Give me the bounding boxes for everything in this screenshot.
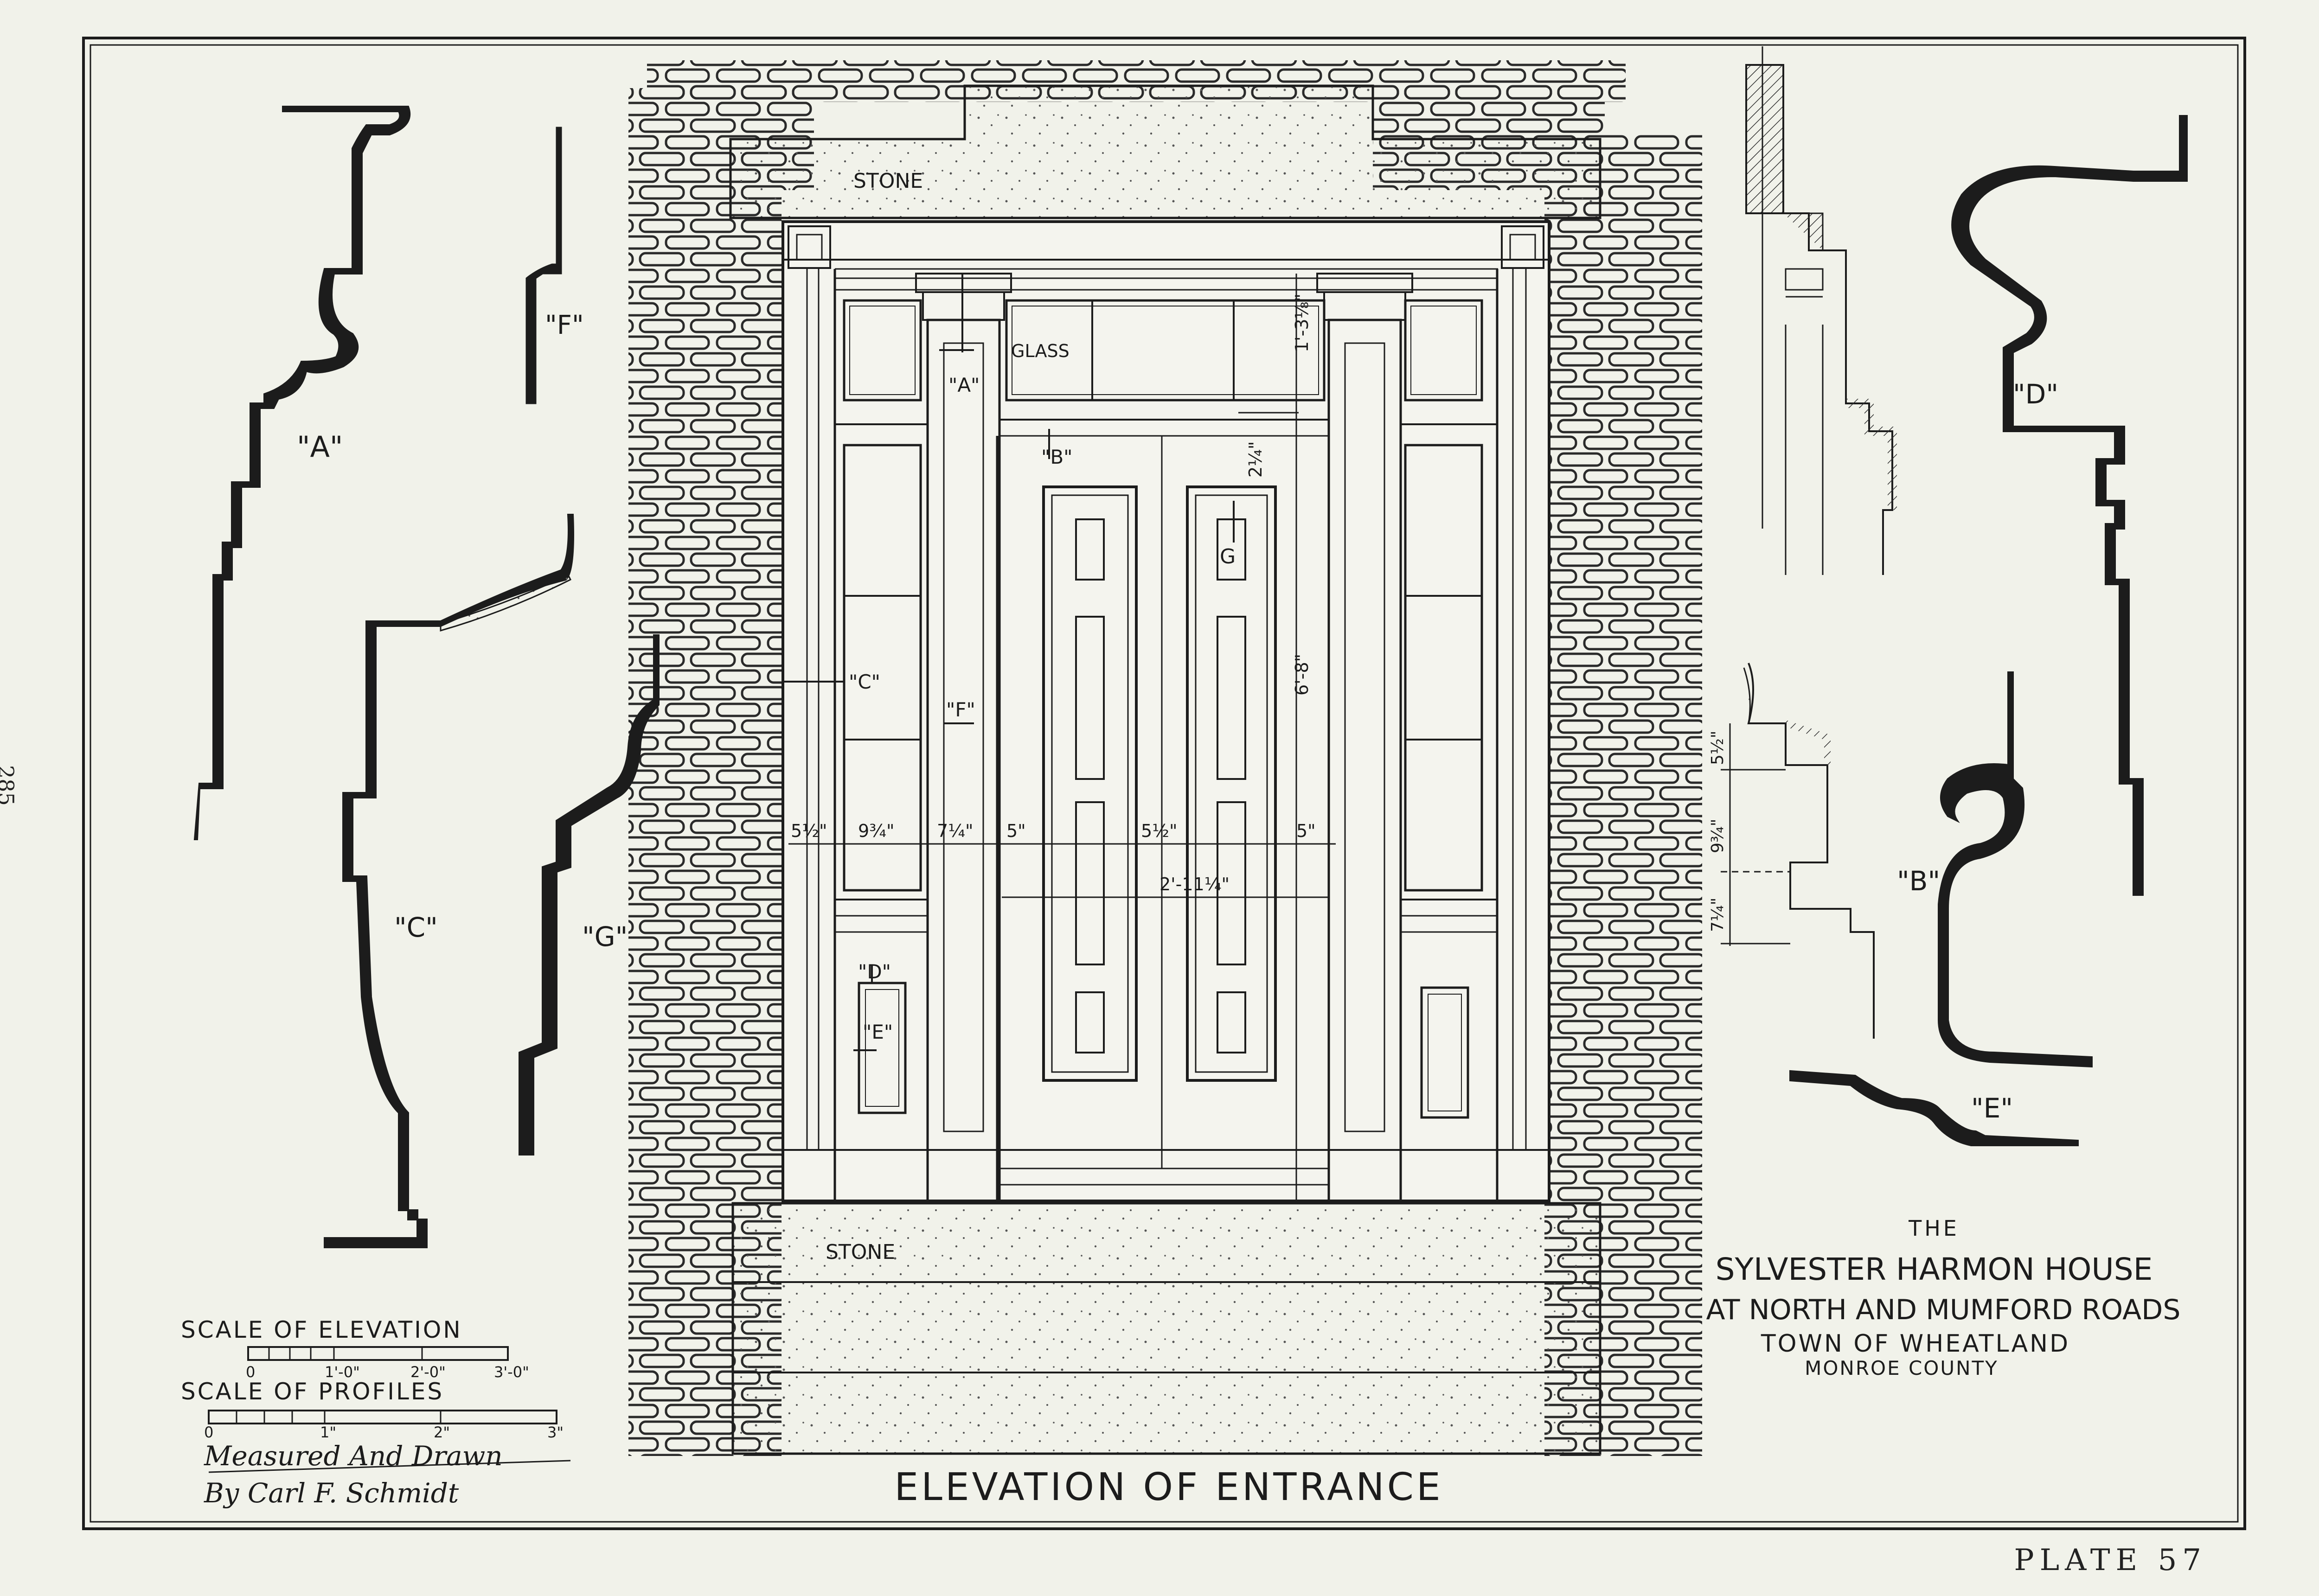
- scale-elevation-title: SCALE OF ELEVATION: [181, 1316, 462, 1343]
- profile-label-d: "D": [2013, 378, 2058, 410]
- title-block: THE SYLVESTER HARMON HOUSE AT NORTH AND …: [1706, 1216, 2181, 1379]
- sill-section: 5½" 9¾" 7¼": [1708, 663, 1875, 1039]
- section-label-c: "C": [849, 670, 880, 693]
- page-number: 285: [0, 765, 19, 806]
- profiles-left: "A" "F" "C" "G": [193, 106, 660, 1248]
- dim-4: 5": [1006, 821, 1026, 841]
- profile-label-e: "E": [1971, 1092, 2013, 1124]
- profile-label-c: "C": [394, 912, 438, 943]
- scale-elev-tick-3: 3'-0": [494, 1363, 529, 1381]
- dim-3: 7¼": [937, 821, 974, 841]
- left-sidelight: [835, 299, 928, 1114]
- credit-line-2: By Carl F. Schmidt: [204, 1477, 459, 1509]
- profile-label-g: "G": [582, 921, 628, 952]
- house-line-1: THE: [1908, 1216, 1960, 1241]
- house-line-3: AT NORTH AND MUMFORD ROADS: [1706, 1294, 2181, 1326]
- scale-prof-tick-0: 0: [204, 1424, 213, 1441]
- dim-rail: 2¼": [1245, 441, 1266, 478]
- main-title: ELEVATION OF ENTRANCE: [894, 1465, 1443, 1509]
- transom-window: GLASS: [999, 299, 1329, 437]
- stone-bottom-label: STONE: [826, 1240, 895, 1264]
- glass-label: GLASS: [1011, 341, 1070, 361]
- sec-dim-2: 9¾": [1708, 819, 1727, 853]
- profile-label-b: "B": [1897, 865, 1940, 897]
- double-doors: [996, 436, 1330, 1201]
- sec-dim-3: 7¼": [1708, 898, 1727, 932]
- stone-steps: STONE: [647, 1202, 1684, 1455]
- profile-label-f: "F": [545, 310, 584, 340]
- section-markers: [784, 274, 1235, 1051]
- cornice-section: [1745, 46, 1897, 575]
- scale-profiles-title: SCALE OF PROFILES: [181, 1378, 444, 1405]
- profile-label-a: "A": [297, 430, 343, 464]
- scale-prof-tick-1: 1": [320, 1424, 336, 1441]
- scale-elev-tick-2: 2'-0": [410, 1363, 446, 1381]
- dimension-lines: [788, 274, 1336, 1201]
- right-sidelight: [1401, 299, 1497, 1119]
- scale-elev-tick-0: 0: [246, 1363, 255, 1381]
- dim-1: 5½": [791, 821, 827, 841]
- credit-line-1: Measured And Drawn: [204, 1440, 503, 1472]
- sec-dim-1: 5½": [1708, 731, 1727, 765]
- section-label-g: G: [1220, 545, 1236, 568]
- scale-prof-tick-2: 2": [434, 1424, 450, 1441]
- plate-frame: [82, 37, 2246, 1530]
- dim-door-width: 2'-11¼": [1160, 874, 1230, 894]
- scale-elev-tick-1: 1'-0": [325, 1363, 360, 1381]
- dim-2: 9¾": [858, 821, 895, 841]
- dim-transom: 1'-3⅛": [1292, 294, 1312, 352]
- stone-lintel: STONE: [729, 84, 1602, 219]
- section-label-b: "B": [1041, 446, 1072, 468]
- plate-label: PLATE 57: [2014, 1543, 2207, 1577]
- profiles-right: "D" "B" "E": [1789, 115, 2188, 1146]
- house-line-2: SYLVESTER HARMON HOUSE: [1716, 1251, 2153, 1287]
- dim-6: 5": [1296, 821, 1316, 841]
- house-line-4: TOWN OF WHEATLAND: [1761, 1330, 2070, 1358]
- scales-block: SCALE OF ELEVATION 0 1'-0" 2'-0" 3'-0" S…: [181, 1316, 571, 1509]
- dim-5: 5½": [1141, 821, 1178, 841]
- stone-top-label: STONE: [853, 169, 923, 193]
- house-line-5: MONROE COUNTY: [1805, 1357, 1999, 1379]
- dim-door-height: 6'-8": [1292, 654, 1312, 696]
- section-label-a: "A": [948, 374, 980, 396]
- scale-prof-tick-3: 3": [547, 1424, 564, 1441]
- section-label-e: "E": [863, 1021, 893, 1043]
- section-label-f: "F": [946, 698, 975, 721]
- section-label-d: "D": [858, 960, 891, 983]
- entrance-elevation: STONE: [628, 60, 1702, 1509]
